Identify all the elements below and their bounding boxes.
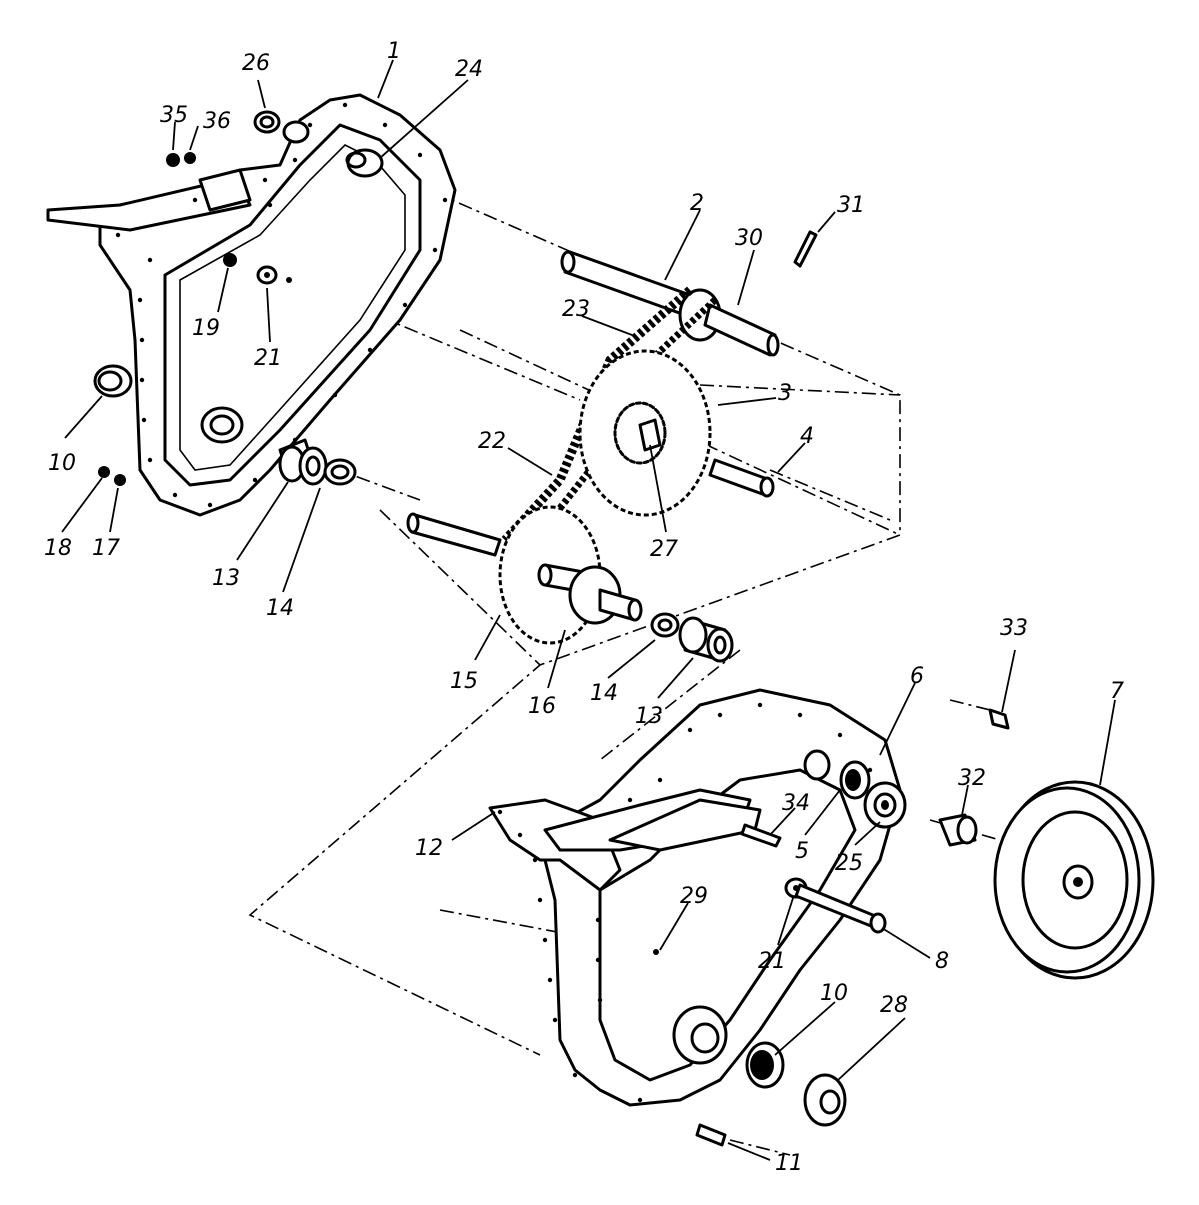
right-hardware — [653, 708, 1010, 1147]
label-35: 35 — [160, 103, 188, 128]
label-10-right: 10 — [820, 981, 848, 1006]
label-32: 32 — [958, 766, 986, 791]
label-34: 34 — [782, 791, 810, 816]
label-17: 17 — [92, 536, 120, 561]
label-3: 3 — [778, 381, 792, 406]
label-28: 28 — [880, 993, 908, 1018]
label-13-right: 13 — [635, 704, 663, 729]
pin-31 — [793, 230, 818, 268]
label-21-left: 21 — [254, 346, 282, 371]
large-sprocket-3 — [578, 349, 775, 517]
label-21-right: 21 — [758, 949, 786, 974]
part-number-labels: 1 2 3 4 5 6 7 8 10 10 11 12 13 13 14 14 … — [44, 39, 1124, 1176]
label-29: 29 — [680, 884, 708, 909]
label-18: 18 — [44, 536, 72, 561]
label-15: 15 — [450, 669, 478, 694]
label-26: 26 — [242, 51, 270, 76]
label-36: 36 — [203, 109, 231, 134]
label-30: 30 — [735, 226, 763, 251]
label-22: 22 — [478, 429, 506, 454]
label-25: 25 — [835, 851, 863, 876]
label-13-left: 13 — [212, 566, 240, 591]
left-chain-case-housing — [46, 93, 457, 517]
label-4: 4 — [800, 424, 814, 449]
bearing-13-washer-14-left — [278, 438, 357, 486]
label-19: 19 — [192, 316, 220, 341]
right-chain-case-housing — [488, 688, 902, 1107]
label-14-left: 14 — [266, 596, 294, 621]
leader-lines — [61, 59, 1116, 1161]
label-14-right: 14 — [590, 681, 618, 706]
label-23: 23 — [562, 297, 590, 322]
label-12: 12 — [415, 836, 443, 861]
label-10-left: 10 — [48, 451, 76, 476]
label-5: 5 — [795, 839, 809, 864]
label-33: 33 — [1000, 616, 1028, 641]
label-11: 11 — [775, 1151, 803, 1176]
upper-shaft-2 — [560, 230, 818, 357]
screw-34 — [740, 823, 782, 848]
screw-33 — [988, 708, 1010, 730]
screw-11 — [695, 1123, 727, 1147]
pulley-7 — [993, 780, 1155, 980]
label-8: 8 — [935, 949, 949, 974]
label-27: 27 — [650, 537, 678, 562]
left-hardware — [93, 110, 292, 486]
label-2: 2 — [690, 191, 704, 216]
lower-shaft-assembly — [406, 505, 734, 663]
label-24: 24 — [455, 57, 483, 82]
label-16: 16 — [528, 694, 556, 719]
ring-26 — [253, 110, 281, 134]
label-6: 6 — [910, 664, 924, 689]
label-7: 7 — [1110, 679, 1124, 704]
label-31: 31 — [837, 193, 865, 218]
label-1: 1 — [387, 39, 401, 64]
